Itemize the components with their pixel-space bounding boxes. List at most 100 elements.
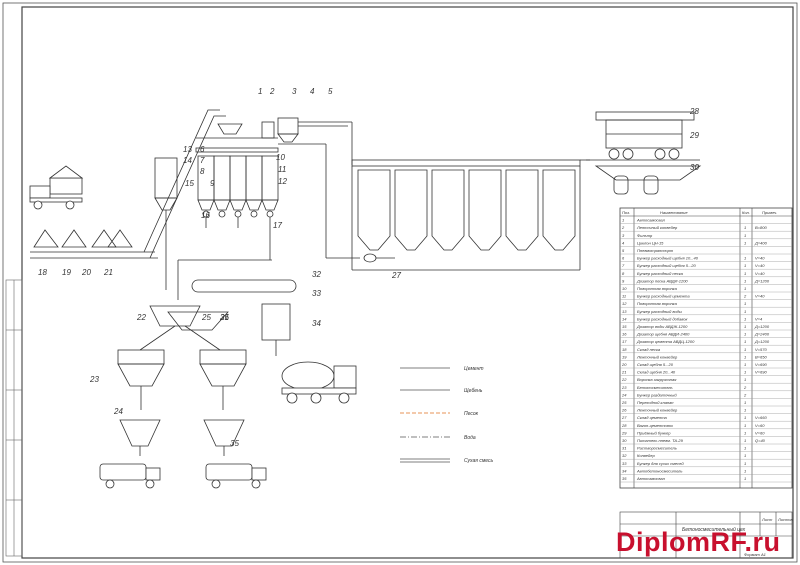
spec-qty: 1 xyxy=(744,461,746,466)
spec-pos: 13 xyxy=(622,309,627,314)
cement-silos xyxy=(357,169,576,251)
spec-name: Склад щебня 20...40 xyxy=(637,370,676,375)
spec-pos: 27 xyxy=(621,415,627,420)
spec-name: Приёмный бункер xyxy=(637,430,671,435)
callout-number: 3 xyxy=(292,87,297,96)
callout-number: 1 xyxy=(258,87,262,96)
callout-number: 24 xyxy=(113,407,123,416)
spec-qty: 1 xyxy=(744,415,746,420)
storage-piles xyxy=(30,109,226,259)
spec-pos: 4 xyxy=(622,240,625,245)
spec-qty: 1 xyxy=(744,263,746,268)
spec-pos: 19 xyxy=(622,354,627,359)
spec-qty: 1 xyxy=(744,339,746,344)
spec-qty: 1 xyxy=(744,438,746,443)
spec-qty: 1 xyxy=(744,430,746,435)
callout-number: 22 xyxy=(136,313,146,322)
spec-qty: 1 xyxy=(744,354,746,359)
spec-qty: 1 xyxy=(744,309,746,314)
spec-qty: 1 xyxy=(744,225,746,230)
spec-qty: 1 xyxy=(744,468,746,473)
cement-silo xyxy=(394,169,428,251)
spec-note: V=60 xyxy=(755,430,765,435)
spec-name: Дозатор щебня АВДИ-2400 xyxy=(636,332,690,337)
spec-pos: 24 xyxy=(621,392,627,397)
spec-qty: 1 xyxy=(744,286,746,291)
callout-number: 35 xyxy=(230,439,239,448)
cement-warehouse xyxy=(351,159,581,271)
spec-note: В=800 xyxy=(755,225,767,230)
callout-number: 23 xyxy=(89,375,99,384)
spec-name: Бункер расходный песка xyxy=(637,271,684,276)
title-block-format: Формат А1 xyxy=(744,552,766,557)
spec-pos: 22 xyxy=(621,377,627,382)
callout-number: 30 xyxy=(690,163,699,172)
title-block-sheet: Лист xyxy=(761,517,773,522)
callout-number: 27 xyxy=(391,271,401,280)
spec-pos: 32 xyxy=(622,453,627,458)
spec-qty: 1 xyxy=(744,301,746,306)
mixer-truck-icon xyxy=(281,361,357,404)
callout-number: 7 xyxy=(200,156,205,165)
spec-note: V=690 xyxy=(755,370,767,375)
spec-pos: 29 xyxy=(621,430,627,435)
cement-silo xyxy=(468,169,502,251)
spec-qty: 1 xyxy=(744,400,746,405)
spec-qty: 1 xyxy=(744,324,746,329)
spec-name: Дозатор воды АВДЖ-1200 xyxy=(636,324,688,329)
spec-note: Д=1200 xyxy=(754,278,770,283)
spec-pos: 12 xyxy=(622,301,627,306)
spec-name: Бункер расходный добавок xyxy=(637,316,689,321)
spec-pos: 23 xyxy=(621,385,627,390)
spec-note: Д=2400 xyxy=(754,332,770,337)
spec-header-note: Примеч. xyxy=(762,210,777,215)
callout-number: 2 xyxy=(269,87,275,96)
spec-name: Ленточный конвейер xyxy=(636,354,678,359)
spec-pos: 11 xyxy=(622,294,626,299)
spec-pos: 28 xyxy=(621,423,627,428)
spec-qty: 1 xyxy=(744,408,746,413)
spec-note: V=40 xyxy=(755,256,765,261)
spec-qty: 1 xyxy=(744,271,746,276)
spec-qty: 2 xyxy=(743,392,747,397)
spec-name: Воронка загрузочная xyxy=(637,377,677,382)
spec-qty: 2 xyxy=(743,294,747,299)
spec-pos: 1 xyxy=(622,218,624,223)
spec-name: Бетоносмеситель xyxy=(637,385,673,390)
spec-note: В=650 xyxy=(755,354,767,359)
spec-pos: 21 xyxy=(621,370,626,375)
legend: Цемент Щебень Песок Вода Сухая смесь xyxy=(400,366,493,464)
callout-number: 4 xyxy=(310,87,315,96)
spec-name: Конвейер xyxy=(637,453,655,458)
spec-name: Поворотная воронка xyxy=(637,301,678,306)
callout-number: 11 xyxy=(278,165,286,174)
spec-pos: 30 xyxy=(622,438,627,443)
spec-name: Автосамосвал xyxy=(636,218,666,223)
spec-name: Поворотная воронка xyxy=(637,286,678,291)
callout-number: 25 xyxy=(201,313,211,322)
legend-label-water: Вода xyxy=(464,435,476,441)
spec-qty: 1 xyxy=(744,332,746,337)
callout-number: 31 xyxy=(220,313,229,322)
cement-silo xyxy=(505,169,539,251)
spec-note: Д=400 xyxy=(754,240,768,245)
spec-note: V=40 xyxy=(755,263,765,268)
spec-pos: 3 xyxy=(622,233,625,238)
callout-number: 26 xyxy=(219,313,229,322)
spec-name: Дозатор цемента АВДЦ-1200 xyxy=(636,339,695,344)
tanker-truck-icons xyxy=(99,463,267,489)
spec-note: V=690 xyxy=(755,362,767,367)
spec-note: Д=1200 xyxy=(754,324,770,329)
legend-label-gravel: Щебень xyxy=(464,388,483,394)
spec-pos: 26 xyxy=(621,408,627,413)
callout-number: 17 xyxy=(273,221,282,230)
spec-name: Бункер раздаточный xyxy=(637,392,677,397)
spec-pos: 10 xyxy=(622,286,627,291)
legend-label-sand: Песок xyxy=(464,411,479,417)
spec-name: Бункер расходный цемента xyxy=(637,294,690,299)
spec-qty: 1 xyxy=(744,256,746,261)
spec-pos: 17 xyxy=(622,339,627,344)
callout-number: 29 xyxy=(689,131,699,140)
